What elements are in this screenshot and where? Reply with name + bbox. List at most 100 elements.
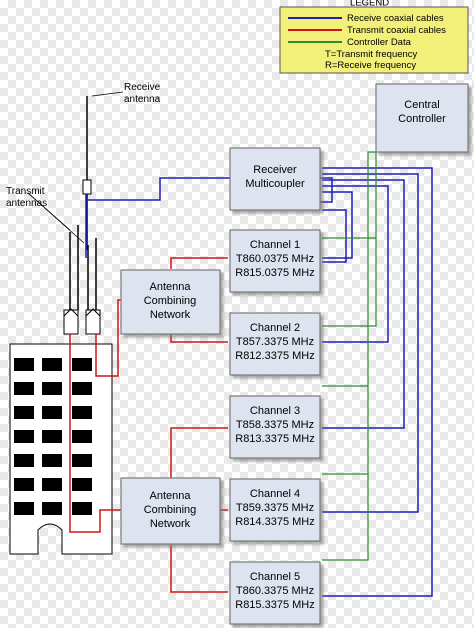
legend-t-note: T=Transmit frequency xyxy=(325,49,418,60)
central-controller-label-line2: Controller xyxy=(398,113,446,125)
receive-cables xyxy=(86,167,433,597)
building-window xyxy=(14,502,34,515)
rx-ch1 xyxy=(322,191,353,259)
tx-ch3 xyxy=(170,427,228,478)
building-window xyxy=(42,358,62,371)
channel-name: Channel 4 xyxy=(250,488,300,500)
receiver-multicoupler-box: Receiver Multicoupler xyxy=(229,147,321,211)
receive-antenna xyxy=(82,91,124,258)
ctrl-ch5 xyxy=(322,474,369,561)
building-window xyxy=(42,478,62,491)
building-window xyxy=(14,382,34,395)
antenna-mount-left xyxy=(63,308,79,335)
antenna-combining-network-upper: Antenna Combining Network xyxy=(120,269,221,335)
building-window xyxy=(14,358,34,371)
central-controller-box: Central Controller xyxy=(375,83,469,153)
acn-lower-label-line2: Combining xyxy=(144,504,197,516)
antenna-mount-right xyxy=(85,308,101,335)
channel-name: Channel 1 xyxy=(250,239,300,251)
tx-ch5 xyxy=(170,545,228,593)
building-window xyxy=(72,454,92,467)
central-controller-label-line1: Central xyxy=(404,99,439,111)
channel-name: Channel 2 xyxy=(250,322,300,334)
channel-tx-frequency: T859.3375 MHz xyxy=(236,502,314,514)
channel-tx-frequency: T860.3375 MHz xyxy=(236,585,314,597)
channel-tx-frequency: T860.0375 MHz xyxy=(236,253,314,265)
channel-tx-frequency: T857.3375 MHz xyxy=(236,336,314,348)
tx-ch1 xyxy=(170,257,228,269)
legend-r-note: R=Receive frequency xyxy=(325,60,416,71)
building-window xyxy=(42,382,62,395)
rx-ch4 xyxy=(322,173,419,513)
acn-lower-label-line3: Network xyxy=(150,518,191,530)
rx-antenna-to-multicoupler xyxy=(86,177,230,201)
building-window xyxy=(42,502,62,515)
channel-name: Channel 5 xyxy=(250,571,300,583)
channel-box-rect xyxy=(229,561,321,625)
building-window xyxy=(72,478,92,491)
rx-ch2 xyxy=(322,185,389,343)
channel-rx-frequency: R815.3375 MHz xyxy=(235,599,315,611)
acn-upper-label-line1: Antenna xyxy=(150,281,192,293)
ctrl-ch4 xyxy=(322,386,369,475)
transmit-cables xyxy=(69,257,228,593)
building-window xyxy=(72,502,92,515)
transmit-link-lower xyxy=(69,509,121,533)
channel-box-rect xyxy=(229,229,321,293)
transmit-antennas xyxy=(27,192,101,335)
acn-upper-label-line2: Combining xyxy=(144,295,197,307)
ctrl-ch2 xyxy=(322,238,377,327)
rx-ch5 xyxy=(322,167,433,597)
receive-antenna-label-line2: antenna xyxy=(124,94,161,105)
channel-box-rect xyxy=(229,312,321,376)
legend: LEGEND Receive coaxial cables Transmit c… xyxy=(279,0,469,74)
building-window xyxy=(72,382,92,395)
channel-rx-frequency: R814.3375 MHz xyxy=(235,516,315,528)
rx-ch1-b xyxy=(322,209,347,263)
legend-controller-label: Controller Data xyxy=(347,37,412,48)
building-windows xyxy=(14,358,92,515)
channel-name: Channel 3 xyxy=(250,405,300,417)
legend-transmit-label: Transmit coaxial cables xyxy=(347,25,446,36)
building-window xyxy=(42,454,62,467)
acn-lower-label-line1: Antenna xyxy=(150,490,192,502)
acn-upper-label-line3: Network xyxy=(150,309,191,321)
channel-box-rect xyxy=(229,395,321,459)
building-window xyxy=(72,430,92,443)
building-window xyxy=(42,406,62,419)
transmit-antennas-label-line1: Transmit xyxy=(6,186,45,197)
tx-ch2 xyxy=(170,332,228,343)
channel-tx-frequency: T858.3375 MHz xyxy=(236,419,314,431)
channel-box-rect xyxy=(229,478,321,542)
legend-receive-label: Receive coaxial cables xyxy=(347,13,444,24)
channel-rx-frequency: R812.3375 MHz xyxy=(235,350,315,362)
building-window xyxy=(14,454,34,467)
building-window xyxy=(14,430,34,443)
rx-ch3 xyxy=(322,179,405,429)
legend-title: LEGEND xyxy=(350,0,389,9)
rx-loop xyxy=(320,177,333,203)
receiver-multicoupler-label-line2: Multicoupler xyxy=(245,178,305,190)
building-window xyxy=(14,478,34,491)
building-window xyxy=(72,406,92,419)
building-window xyxy=(72,358,92,371)
controller-cables xyxy=(322,151,377,561)
receive-antenna-label-line1: Receive xyxy=(124,82,161,93)
receiver-multicoupler-label-line1: Receiver xyxy=(253,164,297,176)
building xyxy=(9,343,113,555)
antenna-combining-network-lower: Antenna Combining Network xyxy=(120,477,221,545)
building-window xyxy=(42,430,62,443)
channel-rx-frequency: R815.0375 MHz xyxy=(235,267,315,279)
transmit-feed-upper xyxy=(95,299,121,377)
channel-rx-frequency: R813.3375 MHz xyxy=(235,433,315,445)
ctrl-ch3 xyxy=(322,151,376,387)
transmit-antennas-label-line2: antennas xyxy=(6,198,47,209)
building-window xyxy=(14,406,34,419)
